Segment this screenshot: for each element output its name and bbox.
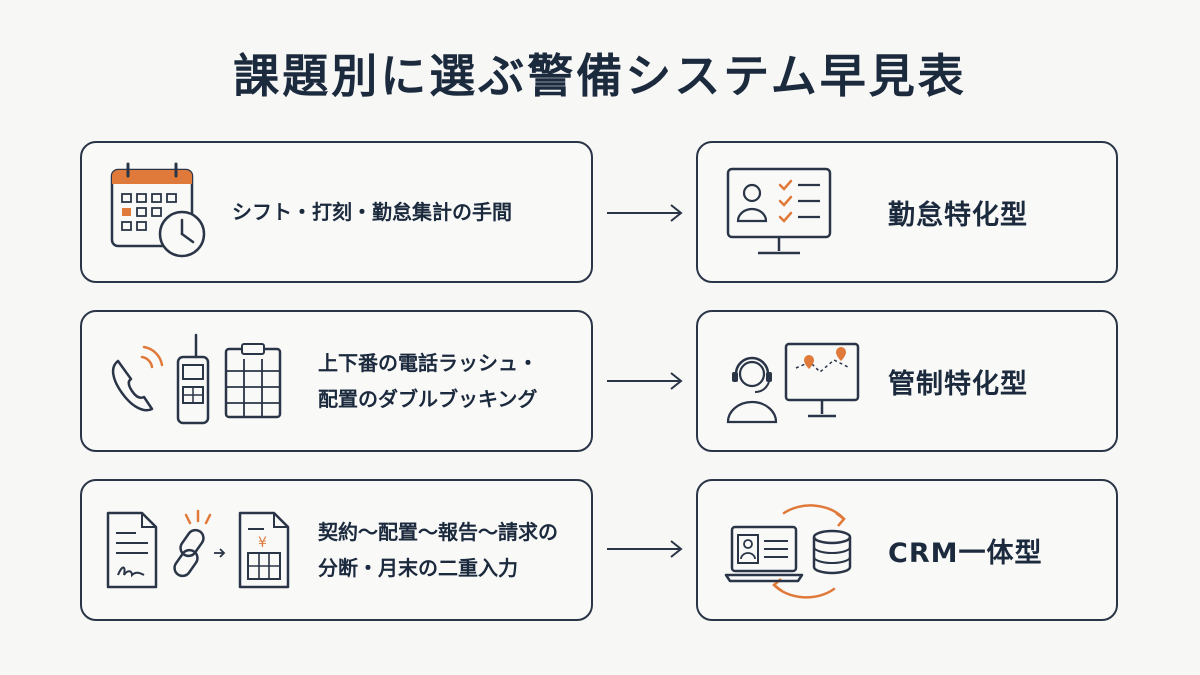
broken-link-icon <box>173 509 226 578</box>
solution-label-3: CRM一体型 <box>888 537 1043 569</box>
solution-card-3: CRM一体型 <box>696 479 1118 621</box>
radio-icon <box>176 333 210 425</box>
solution-card-1: 勤怠特化型 <box>696 141 1118 283</box>
monitor-checklist-icon <box>726 167 832 254</box>
arrow-right-icon <box>607 204 683 222</box>
calendar-icon <box>110 162 206 258</box>
solution-icon-wrap-2 <box>724 312 864 450</box>
problem-line: 配置のダブルブッキング <box>318 387 538 411</box>
problem-line: 上下番の電話ラッシュ・ <box>318 351 538 375</box>
solution-label-2: 管制特化型 <box>888 368 1028 400</box>
phone-icon <box>111 345 164 412</box>
problem-icons-3: ¥ <box>104 481 292 619</box>
problem-card-2: 上下番の電話ラッシュ・ 配置のダブルブッキング <box>80 310 593 452</box>
problem-card-1: シフト・打刻・勤怠集計の手間 <box>80 141 593 283</box>
problem-text-1: シフト・打刻・勤怠集計の手間 <box>232 143 512 281</box>
solution-card-2: 管制特化型 <box>696 310 1118 452</box>
solution-icon-wrap-3 <box>724 481 864 619</box>
problem-text-2: 上下番の電話ラッシュ・ 配置のダブルブッキング <box>318 312 538 450</box>
problem-icons-1 <box>104 143 214 281</box>
problem-card-3: ¥ 契約〜配置〜報告〜請求の 分断・月末の二重入力 <box>80 479 593 621</box>
solution-icon-wrap-1 <box>724 143 834 281</box>
invoice-icon: ¥ <box>238 511 290 589</box>
problem-line: シフト・打刻・勤怠集計の手間 <box>232 200 512 224</box>
operator-map-icon <box>726 342 860 423</box>
svg-text:¥: ¥ <box>258 535 267 551</box>
clock-icon <box>158 210 206 258</box>
clipboard-grid-icon <box>224 343 282 419</box>
problem-icons-2 <box>104 312 284 450</box>
arrow-right-icon <box>607 372 683 390</box>
problem-line: 分断・月末の二重入力 <box>318 556 518 580</box>
signed-document-icon <box>106 511 158 589</box>
laptop-database-sync-icon <box>724 504 852 599</box>
page-title: 課題別に選ぶ警備システム早見表 <box>233 49 967 103</box>
arrow-right-icon <box>607 540 683 558</box>
solution-label-1: 勤怠特化型 <box>888 199 1028 231</box>
problem-line: 契約〜配置〜報告〜請求の <box>318 520 558 544</box>
problem-text-3: 契約〜配置〜報告〜請求の 分断・月末の二重入力 <box>318 481 558 619</box>
